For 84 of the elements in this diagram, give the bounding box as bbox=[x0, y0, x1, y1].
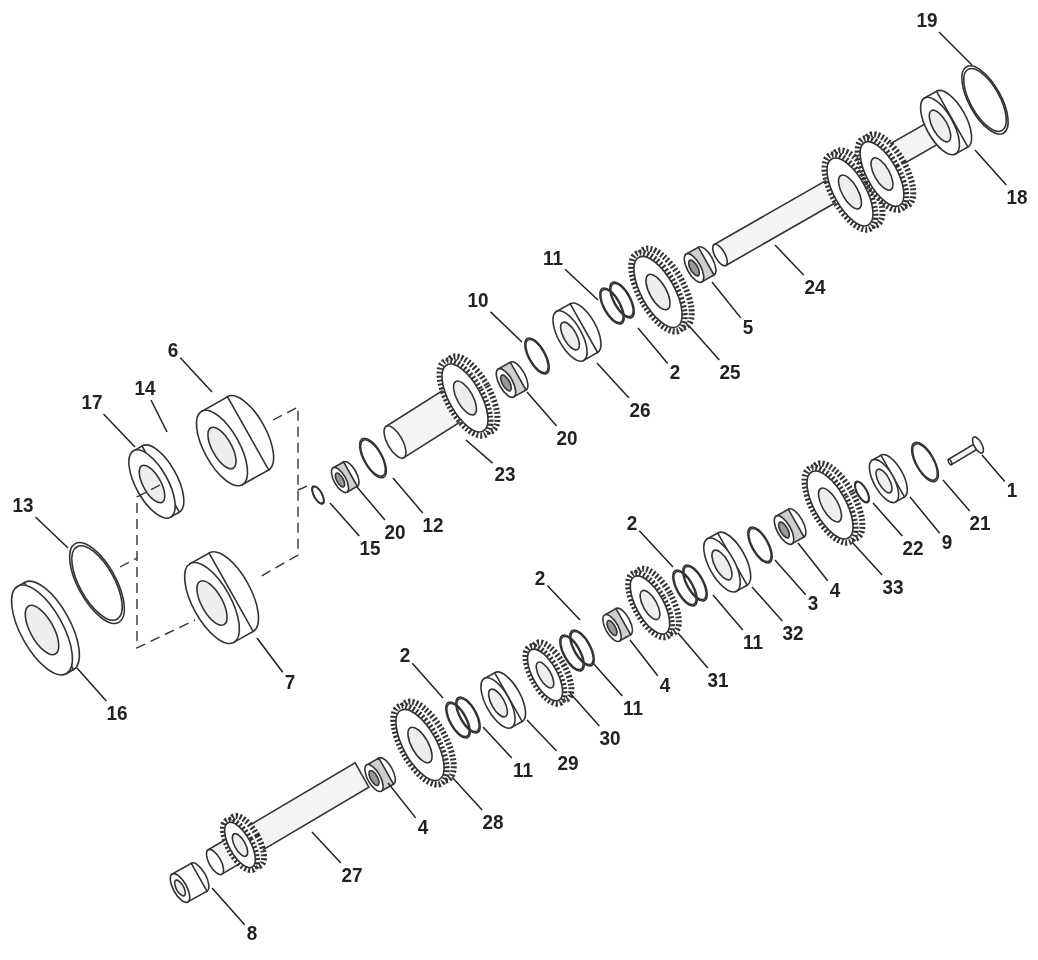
leader-line bbox=[689, 326, 721, 361]
callout-number: 30 bbox=[599, 727, 621, 749]
callout-number: 3 bbox=[807, 592, 819, 614]
callout-number: 33 bbox=[882, 576, 904, 598]
callout-number: 24 bbox=[804, 276, 826, 298]
callout-number: 26 bbox=[629, 399, 651, 421]
leader-line bbox=[909, 496, 941, 534]
leader-line bbox=[569, 692, 601, 727]
callout-number: 29 bbox=[557, 752, 579, 774]
callout-number: 27 bbox=[341, 864, 363, 886]
callout-number: 8 bbox=[246, 922, 258, 944]
callout-number: 4 bbox=[829, 579, 841, 601]
callout-number: 2 bbox=[399, 644, 411, 666]
leader-line bbox=[546, 584, 581, 621]
callout-number: 11 bbox=[513, 759, 533, 781]
leader-line bbox=[76, 667, 108, 702]
leader-line bbox=[179, 357, 213, 393]
callout-number: 23 bbox=[494, 463, 516, 485]
leader-line bbox=[872, 502, 904, 537]
callout-number: 2 bbox=[534, 567, 546, 589]
leader-line bbox=[329, 502, 361, 537]
callout-number: 11 bbox=[743, 631, 763, 653]
leader-line bbox=[981, 454, 1006, 483]
leader-line bbox=[638, 530, 674, 568]
leader-line bbox=[482, 726, 513, 759]
callout-number: 15 bbox=[359, 537, 381, 559]
leader-line bbox=[712, 594, 744, 631]
callout-number: 21 bbox=[969, 512, 991, 534]
leader-line bbox=[677, 632, 709, 669]
callout-number: 20 bbox=[556, 427, 578, 449]
leader-line bbox=[451, 776, 483, 811]
leader-line bbox=[637, 327, 669, 365]
leader-line bbox=[526, 719, 558, 752]
callout-number: 2 bbox=[626, 512, 638, 534]
callout-number: 4 bbox=[659, 674, 671, 696]
leader-line bbox=[150, 399, 168, 433]
leader-line bbox=[387, 782, 417, 819]
callout-number: 25 bbox=[719, 361, 741, 383]
callout-number: 19 bbox=[916, 9, 938, 31]
callout-number: 20 bbox=[384, 521, 406, 543]
leader-line bbox=[711, 281, 742, 319]
leader-line bbox=[392, 477, 424, 514]
leader-line bbox=[311, 831, 342, 864]
leader-line bbox=[774, 244, 805, 276]
leader-line bbox=[465, 439, 494, 464]
leader-line bbox=[774, 559, 807, 596]
leader-line bbox=[592, 662, 624, 697]
callout-number: 2 bbox=[669, 361, 681, 383]
callout-number: 7 bbox=[284, 671, 296, 693]
leader-line bbox=[489, 311, 523, 343]
leader-line bbox=[851, 541, 883, 576]
callout-number: 13 bbox=[12, 494, 34, 516]
leader-line bbox=[356, 486, 386, 521]
callout-number: 9 bbox=[941, 531, 953, 553]
callout-number: 14 bbox=[134, 377, 156, 399]
callout-number: 31 bbox=[707, 669, 729, 691]
leader-line bbox=[564, 268, 599, 301]
leader-line bbox=[211, 887, 246, 926]
leader-line bbox=[629, 639, 659, 677]
callout-number: 5 bbox=[742, 316, 754, 338]
callout-number: 28 bbox=[482, 811, 504, 833]
callout-number: 10 bbox=[467, 289, 489, 311]
callout-number: 22 bbox=[902, 537, 924, 559]
callout-number: 12 bbox=[422, 514, 444, 536]
callout-number: 4 bbox=[417, 816, 429, 838]
callout-number: 1 bbox=[1006, 479, 1018, 501]
callout-number: 16 bbox=[106, 702, 128, 724]
leader-line bbox=[526, 391, 558, 427]
callout-number: 32 bbox=[782, 622, 804, 644]
leader-line bbox=[256, 637, 284, 674]
leader-line bbox=[974, 149, 1008, 186]
callout-number: 18 bbox=[1006, 186, 1028, 208]
leader-line bbox=[596, 362, 630, 399]
leader-line bbox=[938, 31, 973, 66]
callout-number: 17 bbox=[81, 391, 103, 413]
leader-line bbox=[942, 479, 971, 512]
leader-line bbox=[797, 542, 829, 582]
leader-line bbox=[34, 516, 69, 549]
callout-number: 11 bbox=[543, 247, 563, 269]
callout-number: 6 bbox=[167, 339, 179, 361]
leader-line bbox=[102, 413, 136, 448]
leader-line bbox=[751, 586, 784, 622]
leader-line bbox=[411, 662, 444, 699]
callout-number: 11 bbox=[623, 697, 643, 719]
